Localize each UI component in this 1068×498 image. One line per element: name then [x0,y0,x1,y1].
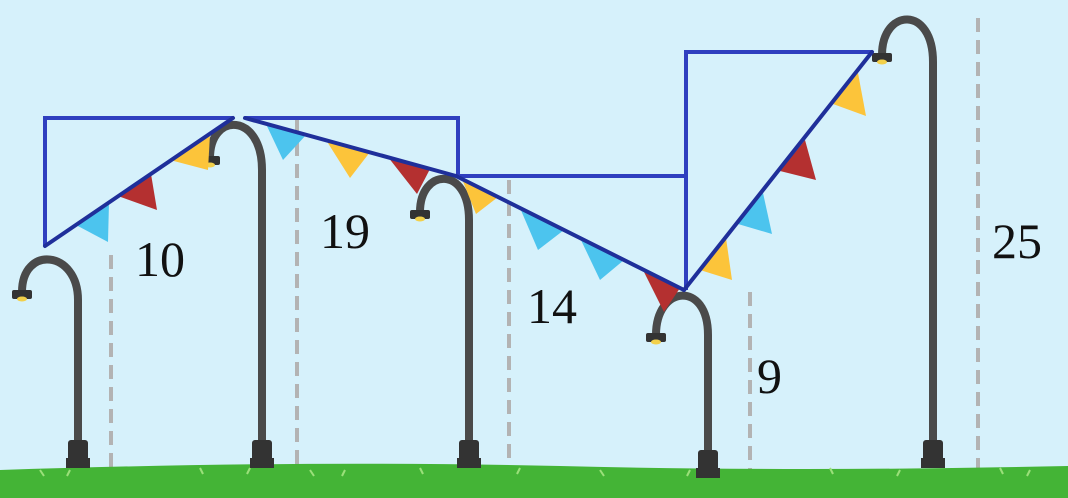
flag [118,174,157,210]
bunting-strings [43,50,874,292]
height-label-pole-5: 25 [992,213,1042,269]
flag [700,238,732,280]
flag [170,134,210,170]
height-label-pole-3: 14 [527,278,577,334]
grass-ground [0,463,1068,498]
bunting-string-4 [682,50,874,292]
right-triangles [43,50,872,290]
flag [462,179,498,214]
pole-1 [18,255,82,464]
height-label-pole-1: 10 [135,231,185,287]
pole-4 [652,291,712,469]
triangle-1-legs [43,116,233,246]
height-label-pole-4: 9 [757,348,782,404]
flag [76,202,109,242]
bunting-string-3 [454,174,686,292]
pole-2 [206,120,266,464]
grass-tufts [39,467,1031,477]
bunting-string-1 [43,116,235,248]
triangle-2-legs [245,116,460,176]
flag [738,193,772,234]
flag [580,238,624,280]
lamp-poles [18,15,937,469]
pole-3 [416,174,473,464]
triangle-4-legs [684,50,872,290]
height-reference-lines [109,18,980,474]
flag [833,73,866,116]
flag [642,268,680,312]
pole-bases [66,440,945,478]
flag [520,208,564,250]
bunting-string-2 [243,116,458,178]
flag [780,140,816,180]
pole-5 [878,15,937,464]
height-label-pole-2: 19 [320,203,370,259]
